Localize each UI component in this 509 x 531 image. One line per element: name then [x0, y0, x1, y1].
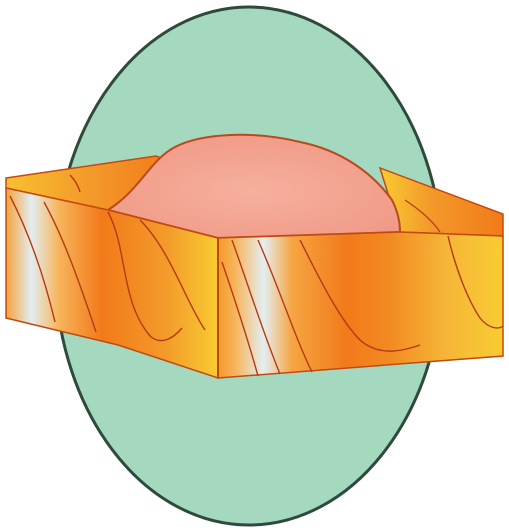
board-front-face [218, 232, 503, 378]
